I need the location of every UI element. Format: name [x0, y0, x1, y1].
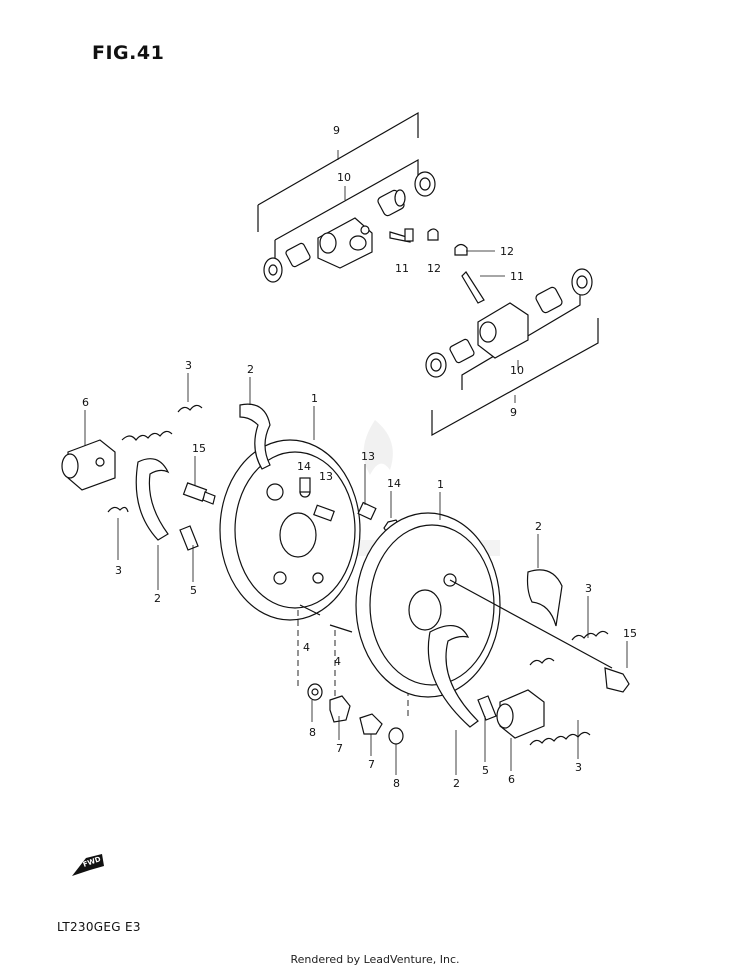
- callout-label: 10: [337, 171, 351, 184]
- callout-label: 15: [192, 442, 206, 455]
- callout-label: 14: [387, 477, 401, 490]
- left-brake-assembly: [61, 403, 409, 745]
- callout-label: 1: [437, 478, 444, 491]
- forward-arrow-icon: FWD: [72, 854, 104, 876]
- callout-label: 6: [508, 773, 515, 786]
- callout-label: 4: [303, 641, 310, 654]
- callout-label: 1: [311, 392, 318, 405]
- callout-label: 11: [510, 270, 524, 283]
- callout-label: 13: [361, 450, 375, 463]
- callout-label: 4: [334, 655, 341, 668]
- callout-label: 12: [500, 245, 514, 258]
- model-code: LT230GEG E3: [57, 920, 141, 934]
- callout-label: 6: [82, 396, 89, 409]
- callout-label: 2: [535, 520, 542, 533]
- callout-label: 7: [336, 742, 343, 755]
- callout-label: 15: [623, 627, 637, 640]
- callout-label: 14: [297, 460, 311, 473]
- callout-label: 2: [453, 777, 460, 790]
- callout-label: 5: [482, 764, 489, 777]
- footer-credit: Rendered by LeadVenture, Inc.: [290, 953, 460, 966]
- callout-label: 3: [185, 359, 192, 372]
- callout-label: 7: [368, 758, 375, 771]
- callout-label: 5: [190, 584, 197, 597]
- figure-title: FIG.41: [92, 42, 165, 64]
- callout-label: 9: [333, 124, 340, 137]
- callout-label: 11: [395, 262, 409, 275]
- callout-label: 3: [575, 761, 582, 774]
- callout-label: 8: [393, 777, 400, 790]
- callout-label: 13: [319, 470, 333, 483]
- wheel-cylinder-group-top: [257, 111, 439, 283]
- wheel-cylinder-group-right: [425, 243, 599, 437]
- callout-labels: 9 10 11 12 12 11 10 9 3 2 1 6 15 14 13 1…: [82, 124, 637, 790]
- callout-label: 3: [115, 564, 122, 577]
- callout-label: 8: [309, 726, 316, 739]
- right-brake-assembly: [355, 512, 630, 746]
- callout-label: 3: [585, 582, 592, 595]
- callout-label: 2: [247, 363, 254, 376]
- callout-label: 2: [154, 592, 161, 605]
- callout-leaders: [84, 373, 628, 775]
- callout-label: 9: [510, 406, 517, 419]
- callout-label: 12: [427, 262, 441, 275]
- callout-label: 10: [510, 364, 524, 377]
